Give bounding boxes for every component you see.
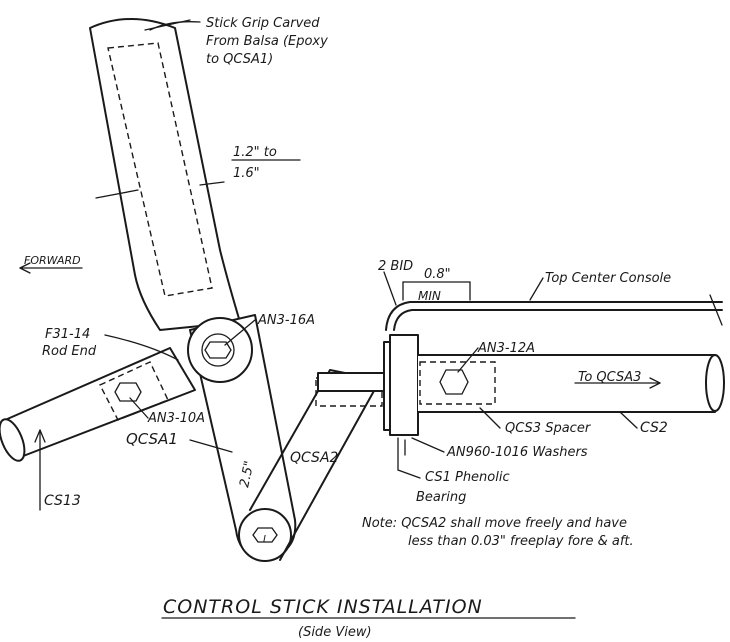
stick-grip-label-1: Stick Grip Carved [206,16,320,31]
qcsa2-label: QCSA2 [290,450,339,466]
to-qcsa3-label: To QCSA3 [578,370,641,385]
qcs3-spacer-label: QCS3 Spacer [505,421,592,436]
dim-top-label: 1.2" to [233,145,277,160]
diagram-subtitle: (Side View) [298,625,372,640]
qcsa1-label: QCSA1 [126,430,178,448]
an3-12a-label: AN3-12A [477,341,535,356]
top-console-label: Top Center Console [545,271,671,286]
an960-washers-label: AN960-1016 Washers [446,445,588,460]
rod-end-and-cs13 [0,347,196,511]
console-assembly [383,281,725,456]
dim-08-label: 0.8" [424,267,451,282]
qcsa1-leader [189,439,233,453]
f31-label-2: Rod End [42,344,97,359]
dim-bottom-label: 1.6" [233,166,260,181]
stick-grip-callout: Stick Grip Carved From Balsa (Epoxy to Q… [149,16,328,67]
dim-2-5-label: 2.5" [237,460,257,489]
min-label: MIN [418,289,441,303]
cs13-label: CS13 [44,493,81,509]
an3-16a-leader [224,319,256,346]
cs1-label-2: Bearing [416,490,466,505]
an3-10a-label: AN3-10A [147,411,205,426]
f31-label-1: F31-14 [45,327,90,342]
forward-label: FORWARD [24,254,81,267]
cs2-label: CS2 [640,420,668,436]
an3-16a-label: AN3-16A [257,313,315,328]
f31-leader [104,334,179,361]
an3-10a-leader [129,397,149,419]
qcsa1-arm: I [187,314,297,562]
stick-grip-label-2: From Balsa (Epoxy [206,34,328,49]
note-line-1: Note: QCSA2 shall move freely and have [362,516,627,531]
note-line-2: less than 0.03" freeplay fore & aft. [408,534,634,549]
two-bid-label: 2 BID [378,259,413,274]
svg-text:I: I [263,534,266,545]
stick-grip-label-3: to QCSA1) [206,52,273,67]
grip-width-dimension: 1.2" to 1.6" [95,145,301,199]
diagram-title: CONTROL STICK INSTALLATION [163,596,483,618]
forward-indicator: FORWARD [19,254,83,274]
qcsa2-link [249,369,389,561]
cs1-label-1: CS1 Phenolic [425,470,510,485]
